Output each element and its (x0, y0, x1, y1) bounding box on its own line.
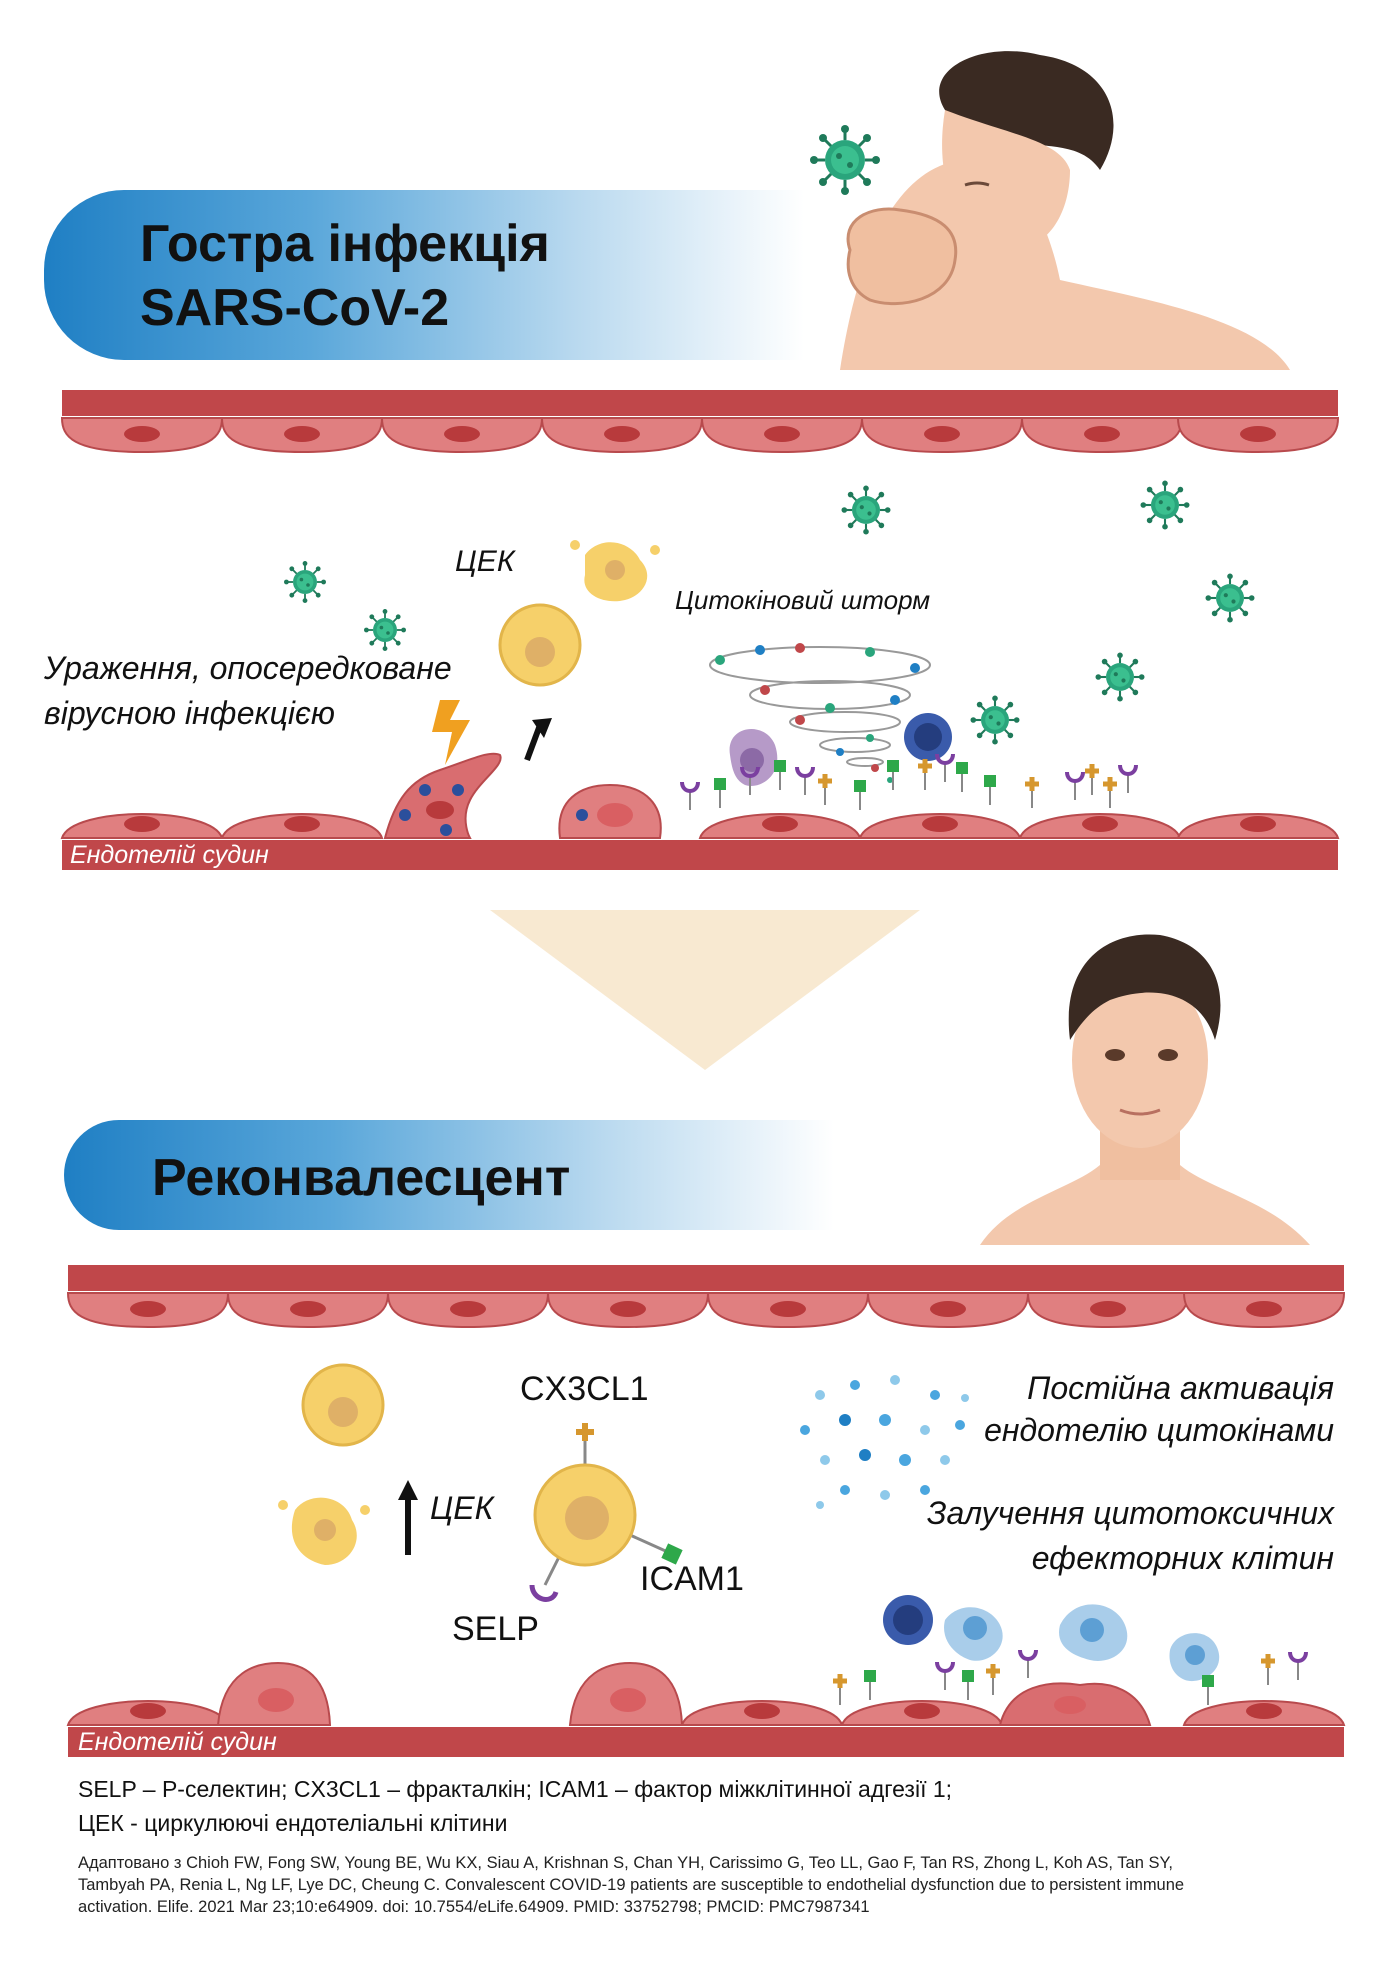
citation: Адаптовано з Chioh FW, Fong SW, Young BE… (78, 1852, 1338, 1918)
cytokine-storm-icon (709, 646, 931, 767)
lymphocyte-top (904, 713, 952, 761)
apoptotic-cec-top (570, 540, 660, 602)
top-title-line1: Гостра інфекція (140, 215, 550, 273)
bottom-title: Реконвалесцент (152, 1149, 571, 1207)
label-cek-bottom: ЦЕК (430, 1490, 494, 1526)
apoptotic-cec-bottom (278, 1497, 370, 1565)
recovered-man-icon (980, 934, 1310, 1245)
legend: SELP – P-селектин; CX3CL1 – фракталкін; … (78, 1772, 952, 1840)
arrow-up-icon (524, 718, 552, 762)
label-cx3cl1: CX3CL1 (520, 1370, 649, 1408)
bottom-lower-vessel-wall (68, 1727, 1344, 1757)
label-recruit-line2: ефекторних клітин (1031, 1540, 1334, 1576)
virus-icon (808, 123, 882, 197)
bottom-lower-endothelium-row (67, 1661, 1345, 1745)
top-title-banner (44, 190, 804, 360)
top-upper-vessel-wall (62, 390, 1338, 416)
top-lower-vessel-wall (62, 840, 1338, 870)
label-activation-line1: Постійна активація (1027, 1370, 1334, 1406)
label-icam1: ICAM1 (640, 1560, 744, 1598)
cec-with-markers (529, 1423, 683, 1602)
transition-arrow (490, 910, 920, 1070)
citation-line-1: Адаптовано з Chioh FW, Fong SW, Young BE… (78, 1854, 1173, 1872)
lightning-icon (432, 700, 470, 765)
bottom-upper-endothelium-row (67, 1292, 1345, 1328)
cec-cell-bottom (301, 1363, 385, 1447)
cytokine-cloud (800, 1375, 969, 1509)
label-virus-damage-line2: вірусною інфекцією (44, 695, 335, 731)
legend-line-2: ЦЕК - циркулюючі ендотеліальні клітини (78, 1810, 508, 1836)
label-endothelium-bottom: Ендотелій судин (78, 1728, 277, 1756)
effector-cells (883, 1595, 1220, 1682)
citation-line-2: Tambyah PA, Renia L, Ng LF, Lye DC, Cheu… (78, 1876, 1185, 1894)
label-activation-line2: ендотелію цитокінами (984, 1412, 1334, 1448)
label-cek-top: ЦЕК (455, 545, 515, 578)
top-title-line2: SARS-CoV-2 (140, 279, 450, 337)
damaged-endothelial-cell (383, 752, 502, 839)
label-selp: SELP (452, 1610, 539, 1648)
detaching-endothelial-cell (558, 783, 662, 839)
label-cytokine-storm: Цитокіновий шторм (675, 585, 931, 615)
label-virus-damage-line1: Ураження, опосередковане (44, 650, 452, 686)
top-lower-endothelium-row (61, 813, 1339, 839)
legend-line-1: SELP – P-селектин; CX3CL1 – фракталкін; … (78, 1776, 953, 1802)
coughing-man-icon (840, 51, 1290, 370)
label-endothelium-top: Ендотелій судин (70, 841, 269, 869)
top-upper-endothelium-row (61, 417, 1339, 453)
cytokine-dots (715, 643, 920, 783)
bottom-upper-vessel-wall (68, 1265, 1344, 1291)
citation-line-3: activation. Elife. 2021 Mar 23;10:e64909… (78, 1898, 870, 1916)
bottom-title-banner (64, 1120, 834, 1230)
label-recruit-line1: Залучення цитотоксичних (926, 1495, 1334, 1531)
arrow-up-icon-bottom (398, 1480, 418, 1555)
cec-cell-top (498, 603, 582, 687)
